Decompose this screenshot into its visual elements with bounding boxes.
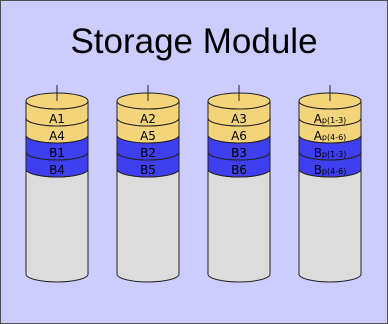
block-label: B6 <box>231 163 247 177</box>
module-title: Storage Module <box>70 22 318 61</box>
block-label: A4 <box>49 129 65 143</box>
disk-1: B4 B1 A4 A1 <box>25 85 89 283</box>
empty-space <box>207 168 271 283</box>
block-label: A5 <box>140 129 156 143</box>
block-label: A2 <box>140 112 156 126</box>
block-label: Ap(4-6) <box>314 129 347 143</box>
empty-space <box>25 168 89 283</box>
block-label: B4 <box>49 163 65 177</box>
disk-3: B6 B3 A6 A3 <box>207 85 271 283</box>
empty-space <box>298 168 362 283</box>
block-label: Ap(1-3) <box>314 112 347 126</box>
block-label: B2 <box>140 146 156 160</box>
block-label: B5 <box>140 163 156 177</box>
block-label: A6 <box>231 129 247 143</box>
block-label: B3 <box>231 146 247 160</box>
disk-4: Bp(4-6) Bp(1-3) Ap(4-6) Ap(1-3) <box>298 85 362 283</box>
empty-space <box>116 168 180 283</box>
block-label: Bp(1-3) <box>314 146 347 160</box>
block-label: A3 <box>231 112 247 126</box>
block-label: Bp(4-6) <box>314 163 347 177</box>
block-label: A1 <box>49 112 65 126</box>
block-label: B1 <box>49 146 65 160</box>
disk-2: B5 B2 A5 A2 <box>116 85 180 283</box>
